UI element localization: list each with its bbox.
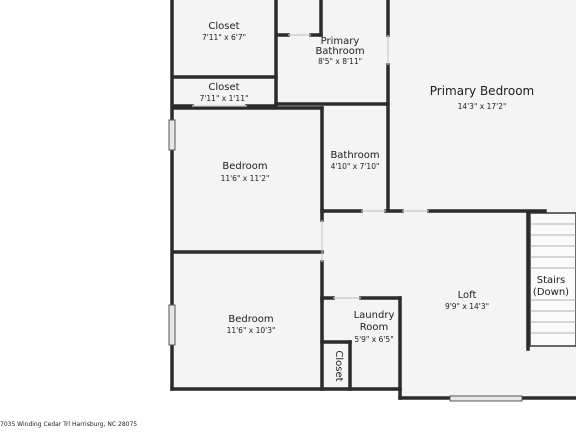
bedroom-2-dims: 11'6" x 10'3" xyxy=(227,326,276,335)
floor-area xyxy=(172,0,576,399)
bathroom-label: Bathroom xyxy=(330,150,379,161)
closet-small-dims: 7'11" x 1'11" xyxy=(200,94,249,103)
primary-bathroom-dims: 8'5" x 8'11" xyxy=(318,57,362,66)
bedroom-1-label: Bedroom xyxy=(222,161,267,172)
primary-bathroom-label-2: Bathroom xyxy=(315,46,364,57)
stairs-label-2: (Down) xyxy=(533,287,569,298)
laundry-label-2: Room xyxy=(360,322,388,333)
bedroom-2-label: Bedroom xyxy=(228,314,273,325)
closet-top-label: Closet xyxy=(208,21,239,32)
stairs-treads xyxy=(529,212,576,347)
door-openings xyxy=(192,34,429,299)
windows xyxy=(168,119,523,402)
loft-label: Loft xyxy=(458,290,477,301)
closet-small-label: Closet xyxy=(208,82,239,93)
stairs-label-1: Stairs xyxy=(537,275,566,286)
laundry-label-1: Laundry xyxy=(354,310,395,321)
property-address: 7035 Winding Cedar Trl Harrisburg, NC 28… xyxy=(0,421,138,428)
bathroom-dims: 4'10" x 7'10" xyxy=(331,162,380,171)
closet-top-dims: 7'11" x 6'7" xyxy=(202,33,246,42)
bedroom-1-dims: 11'6" x 11'2" xyxy=(221,174,270,183)
loft-dims: 9'9" x 14'3" xyxy=(445,302,489,311)
laundry-dims: 5'9" x 6'5" xyxy=(354,335,393,344)
primary-bedroom-label: Primary Bedroom xyxy=(430,84,534,98)
closet-vertical-label: Closet xyxy=(333,350,344,381)
primary-bedroom-dims: 14'3" x 17'2" xyxy=(458,102,507,111)
walls xyxy=(170,0,576,400)
primary-bathroom-label-1: Primary xyxy=(321,36,360,47)
